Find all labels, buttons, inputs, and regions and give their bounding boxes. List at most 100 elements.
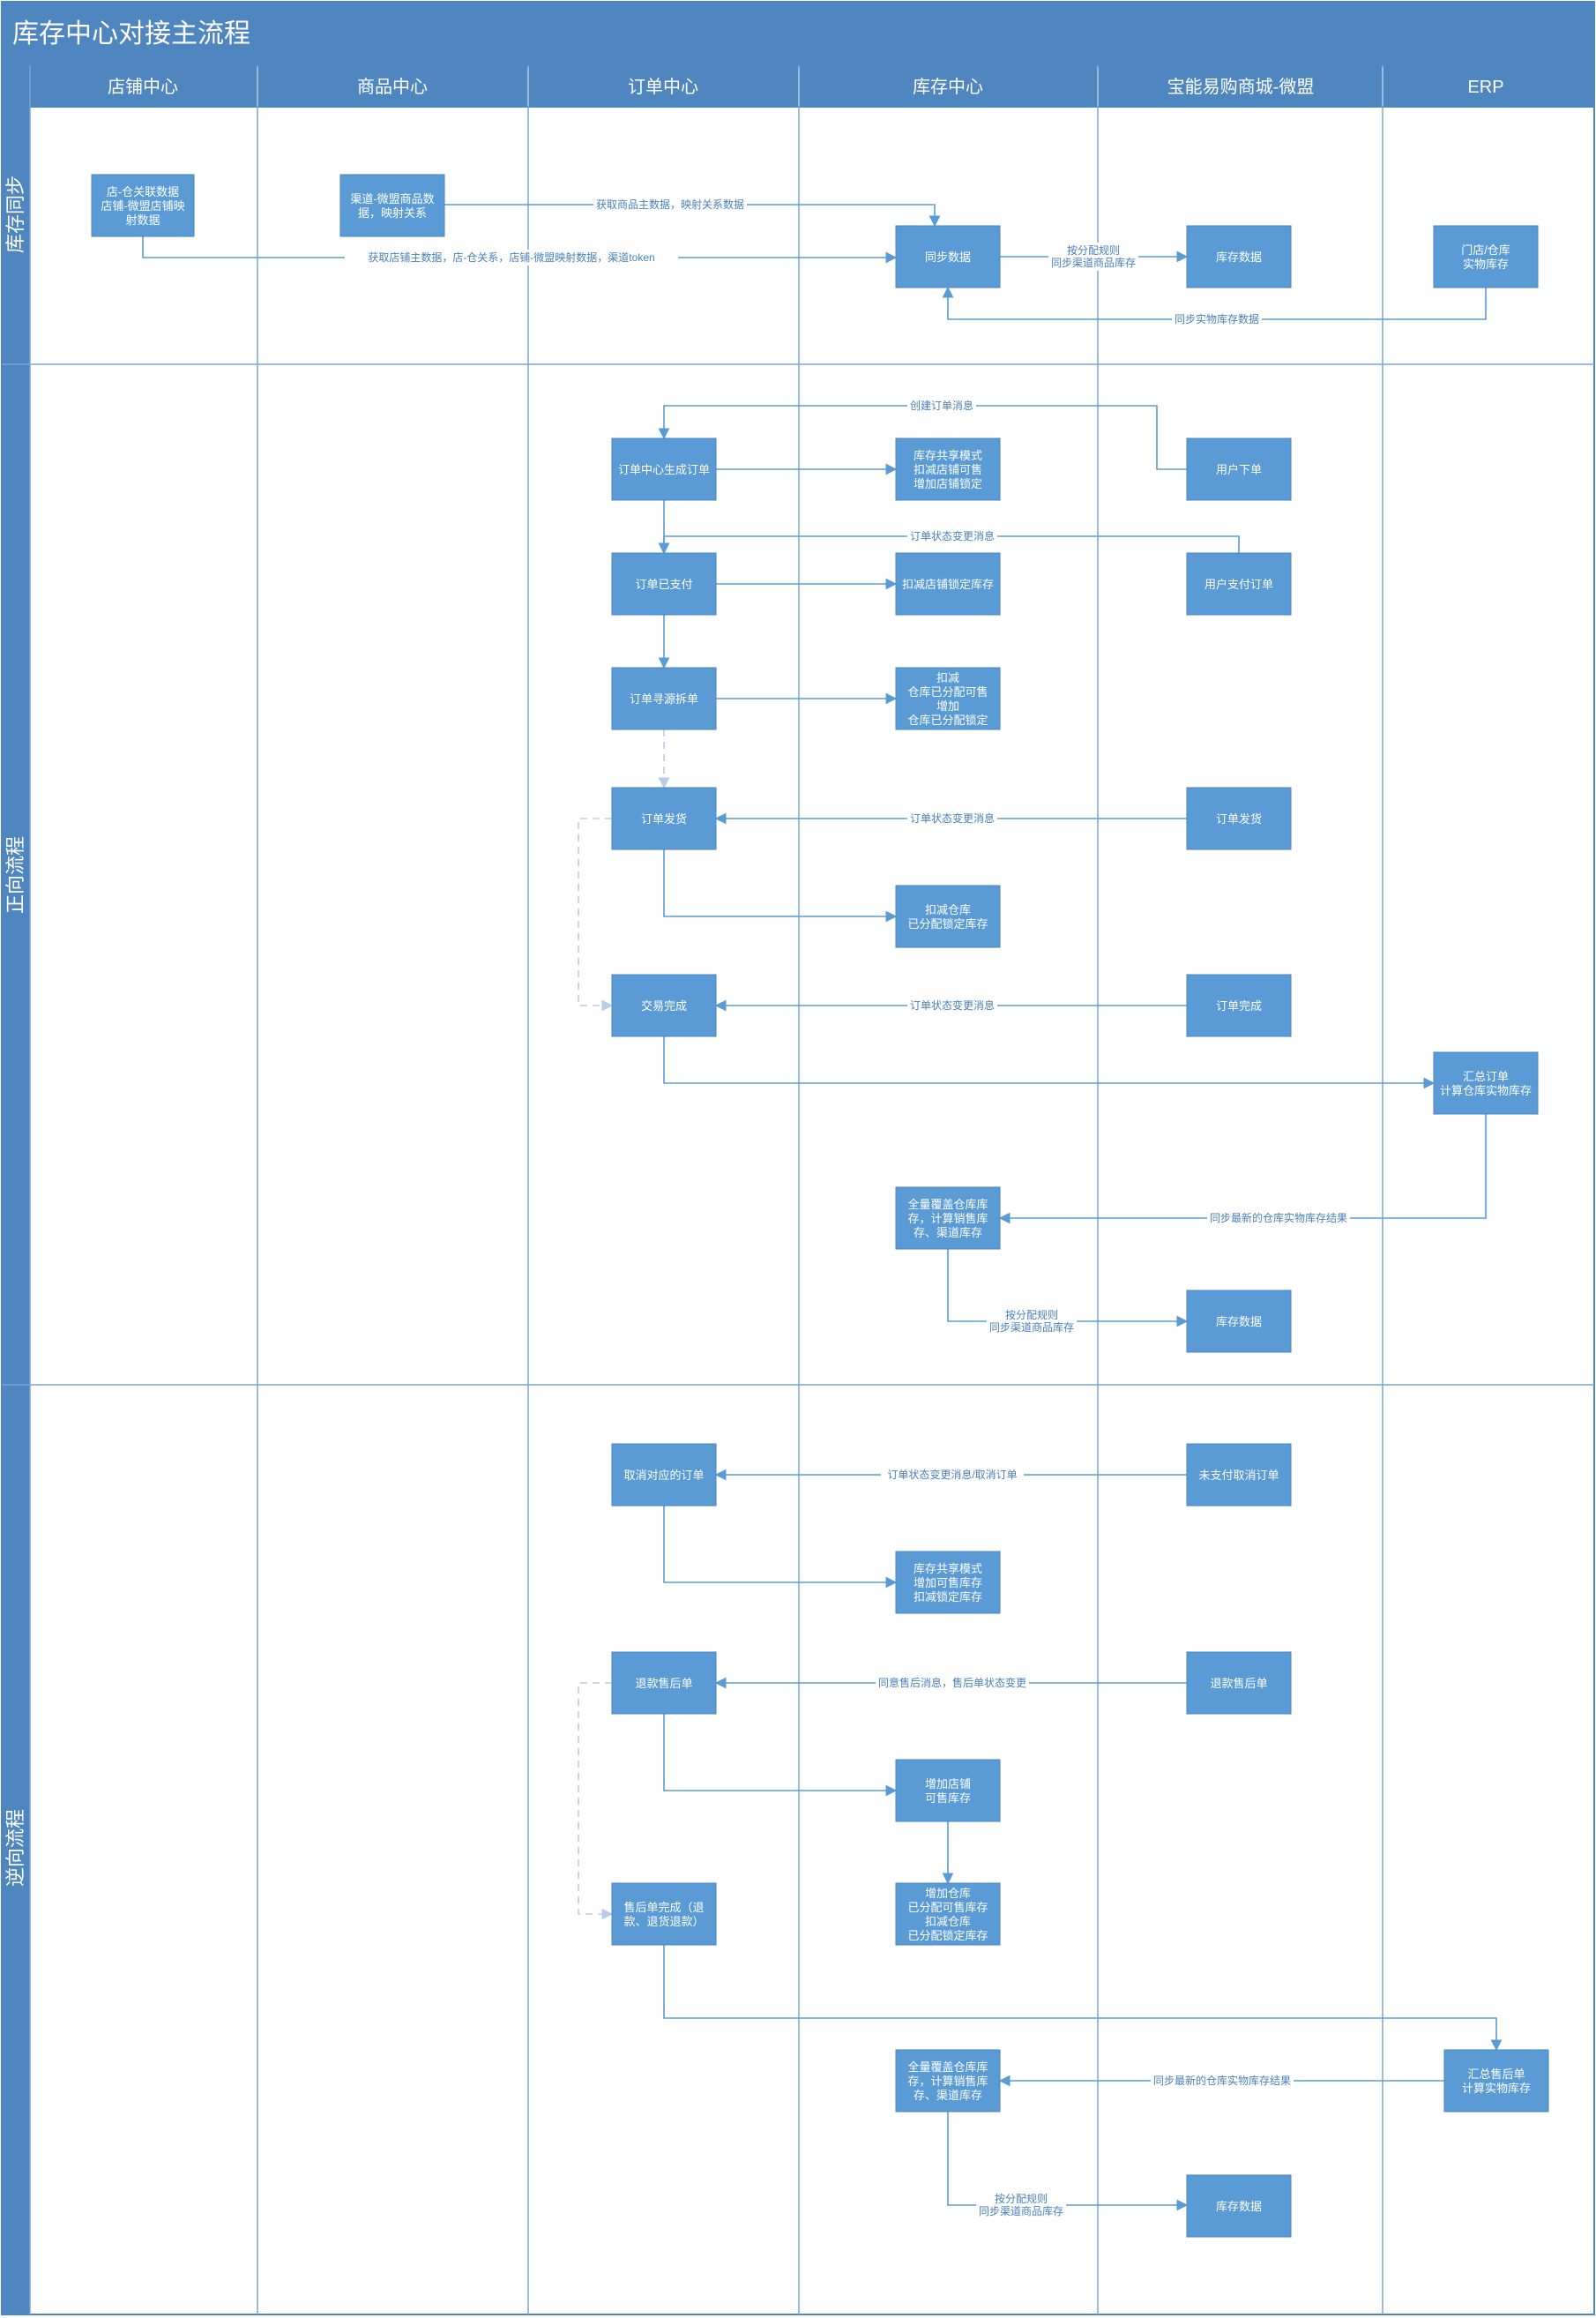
node-box <box>611 787 717 850</box>
node-label: 实物库存 <box>1463 258 1509 271</box>
node-box <box>611 1651 717 1715</box>
node-label: 存、渠道库存 <box>914 1226 982 1239</box>
node-label: 扣减店铺锁定库存 <box>902 578 994 591</box>
edge-label-text: 订单状态变更消息 <box>910 529 995 542</box>
node-order-split: 订单寻源拆单 <box>611 667 717 730</box>
node-box <box>611 437 717 501</box>
edge-label-bg <box>1172 311 1262 327</box>
edge-label-bg <box>1048 243 1138 271</box>
edge-label-text: 订单状态变更消息 <box>910 998 995 1012</box>
node-label: 用户下单 <box>1216 463 1262 476</box>
edge-e-done-erp <box>663 1036 1436 1089</box>
edge-label-status-msg1: 订单状态变更消息 <box>907 528 997 544</box>
edge-label-text: 同步最新的仓库实物库存结果 <box>1153 2074 1291 2087</box>
edge-label-text: 订单状态变更消息/取消订单 <box>887 1468 1017 1481</box>
edge-labels: 获取商品主数据，映射关系数据获取店铺主数据，店-仓关系，店铺-微盟映射数据，渠道… <box>345 197 1350 2219</box>
node-order-ship: 订单发货 <box>611 787 717 850</box>
edge-e-ship-done <box>578 818 614 1012</box>
edge-label-text: 同步渠道商品库存 <box>1051 256 1136 269</box>
node-stock-data1: 库存数据 <box>1186 225 1292 288</box>
node-refund-order: 退款售后单 <box>611 1651 717 1715</box>
node-after-done: 售后单完成（退款、退货退款） <box>611 1882 717 1946</box>
node-label: 订单中心生成订单 <box>618 463 710 476</box>
node-label: 订单发货 <box>641 812 687 826</box>
node-cancel-order: 取消对应的订单 <box>611 1443 717 1507</box>
node-box <box>1186 2174 1292 2238</box>
phase-dividers <box>2 363 1594 1386</box>
node-label: 库存数据 <box>1216 250 1262 264</box>
edge-label-status-msg2: 订单状态变更消息 <box>907 811 997 826</box>
title-bar <box>2 2 1594 65</box>
node-box <box>611 1443 717 1507</box>
phase-band <box>2 108 30 2314</box>
edge-label-erp-result2: 同步最新的仓库实物库存结果 <box>1151 2073 1294 2089</box>
node-label: 汇总售后单 <box>1467 2068 1525 2081</box>
node-box <box>895 667 1001 730</box>
node-label: 同步数据 <box>925 250 971 264</box>
node-label: 退款售后单 <box>1210 1677 1267 1690</box>
node-box <box>1186 437 1292 501</box>
node-label: 订单寻源拆单 <box>630 692 698 706</box>
node-label: 退款售后单 <box>635 1677 692 1690</box>
node-label: 渠道-微盟商品数 <box>350 192 434 206</box>
node-label: 门店/仓库 <box>1461 243 1510 257</box>
phase-label-forward: 正向流程 <box>4 836 26 914</box>
lane-header-product: 商品中心 <box>357 77 428 97</box>
edge-label-bg <box>976 2191 1066 2219</box>
edge-label-bg <box>907 998 997 1013</box>
node-label: 扣减店铺可售 <box>914 463 982 476</box>
node-box <box>1186 1651 1292 1715</box>
lane-header-store: 店铺中心 <box>108 77 178 97</box>
edge-e-refund-done <box>578 1682 614 1920</box>
node-label: 扣减锁定库存 <box>914 1590 982 1604</box>
edge-label-text: 按分配规则 <box>1067 243 1120 257</box>
node-box <box>1186 1290 1292 1353</box>
edge-e-create-msg <box>658 405 1187 470</box>
node-box <box>1186 974 1292 1037</box>
edge-e-after-erp <box>663 1945 1503 2052</box>
node-label: 增加店铺 <box>925 1777 971 1791</box>
edge-e-refund-add <box>663 1714 898 1797</box>
lane-dividers <box>29 65 1383 2314</box>
edge-e-erp-result1 <box>998 1114 1487 1224</box>
node-label: 库存数据 <box>1216 2200 1262 2213</box>
edge-label-bg <box>907 811 997 826</box>
edge-label-bg <box>881 1467 1024 1483</box>
edge-label-text: 按分配规则 <box>995 2192 1048 2205</box>
node-label: 可售库存 <box>925 1791 971 1805</box>
node-label: 订单已支付 <box>635 578 692 591</box>
node-box <box>1443 2049 1549 2112</box>
edge-label-text: 同步最新的仓库实物库存结果 <box>1210 1211 1347 1224</box>
node-box <box>895 1882 1001 1946</box>
node-label: 存，计算销售库 <box>907 1212 988 1225</box>
edge-e-ship-deduct <box>663 849 898 923</box>
node-label: 汇总订单 <box>1463 1070 1509 1083</box>
lane-header-inventory: 库存中心 <box>913 77 983 97</box>
node-order-paid: 订单已支付 <box>611 552 717 616</box>
node-label: 仓库已分配锁定 <box>907 714 988 727</box>
node-box <box>895 1186 1001 1250</box>
node-label: 订单完成 <box>1216 999 1262 1013</box>
node-label: 已分配锁定库存 <box>907 917 988 931</box>
edge-label-text: 创建订单消息 <box>910 399 973 412</box>
node-box <box>611 667 717 730</box>
node-box <box>895 2049 1001 2112</box>
edge-e-status-msg1 <box>664 535 1240 553</box>
node-trade-done: 交易完成 <box>611 974 717 1037</box>
node-label: 店-仓关联数据 <box>107 185 179 198</box>
node-label: 全量覆盖仓库库 <box>907 1198 988 1211</box>
node-box <box>1433 1051 1539 1115</box>
node-label: 增加可售库存 <box>914 1576 982 1589</box>
